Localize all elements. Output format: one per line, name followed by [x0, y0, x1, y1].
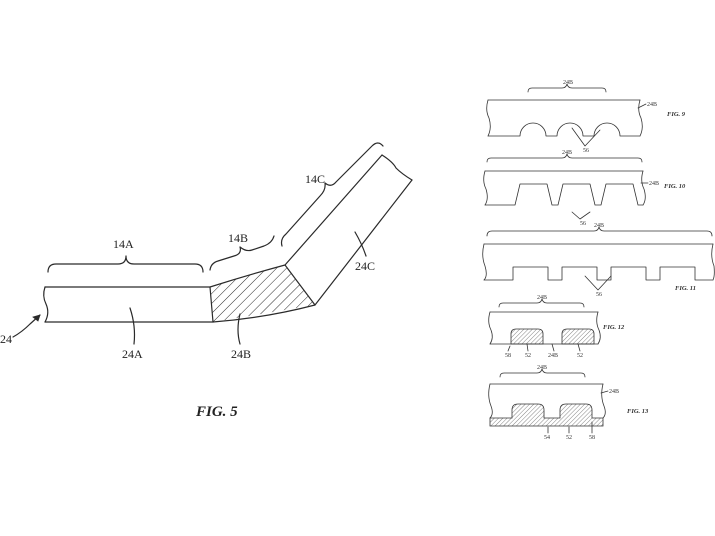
fig5-diagram: 14A 14B 14C 24A 24B 24C 24 FIG. 5 [0, 142, 413, 420]
fig13-label-52: 52 [566, 435, 572, 441]
fig5-caption: FIG. 5 [195, 404, 238, 420]
fig10-bottom-label: 56 [580, 221, 586, 227]
fig12-label-52a: 52 [525, 353, 531, 359]
fig9-right-break [638, 99, 643, 137]
fig9-bottom-label: 56 [583, 148, 589, 154]
fig12-top-label: 24B [537, 295, 547, 301]
fig11-bottom-grooves [483, 266, 714, 281]
layer-top-edge [44, 154, 383, 288]
fig13-brace [499, 368, 586, 378]
fig11-caption: FIG. 11 [675, 285, 696, 292]
fig13-side-leader [600, 390, 609, 394]
fig13-label-58: 58 [589, 435, 595, 441]
fig12-diagram: 24B 58 52 24B 52 FIG. 12 [488, 295, 625, 359]
fig11-left-break [482, 243, 487, 281]
brace-14b [209, 235, 275, 271]
fig13-left-break [488, 383, 493, 419]
fig11-top-label: 24B [594, 223, 604, 229]
fig9-side-leader [637, 103, 647, 109]
label-24: 24 [0, 332, 12, 346]
fig12-leader-52a [526, 343, 529, 352]
fig12-left-break [488, 311, 493, 345]
label-14a: 14A [113, 237, 134, 251]
fig10-side-label: 24B [649, 181, 659, 187]
fig9-side-label: 24B [647, 102, 657, 108]
fig13-side-label: 24B [609, 389, 619, 395]
leader-24c [354, 231, 367, 257]
fig13-bottom-layer [489, 403, 604, 427]
fig10-caption: FIG. 10 [664, 183, 686, 190]
fig9-caption: FIG. 9 [667, 111, 686, 118]
fig10-bottom-grooves [484, 183, 644, 206]
right-break-line [381, 154, 413, 181]
divider-24b-24c [284, 264, 316, 306]
leader-24 [12, 314, 41, 338]
arrowhead-24 [32, 314, 41, 322]
left-break-line [43, 286, 49, 323]
fig9-bottom-grooves [487, 122, 641, 137]
fig11-right-break [711, 243, 715, 281]
fig12-filled-groove-2 [561, 328, 595, 345]
fig12-caption: FIG. 12 [603, 324, 625, 331]
leader-24b [237, 313, 241, 345]
fig10-right-break [641, 170, 646, 206]
layer-bottom-edge [44, 179, 413, 323]
fig12-leader-52b [577, 343, 581, 352]
fig13-diagram: 24B 54 52 58 24B FIG. 13 [488, 365, 649, 441]
brace-14c [280, 142, 384, 247]
fig10-brace [486, 153, 643, 163]
fig13-top-label: 24B [537, 365, 547, 371]
fig12-label-58: 58 [505, 353, 511, 359]
fig12-filled-groove-1 [510, 328, 544, 345]
fig9-brace [527, 83, 607, 93]
fig10-left-break [483, 170, 488, 206]
fig11-leader-56 [584, 275, 612, 291]
label-24b: 24B [231, 347, 251, 361]
fig12-label-52b: 52 [577, 353, 583, 359]
fig12-brace [498, 298, 585, 308]
fig11-diagram: 24B 56 FIG. 11 [482, 223, 715, 298]
label-14b: 14B [228, 231, 248, 245]
fig10-leader-56 [571, 211, 591, 220]
fig9-diagram: 24B 56 24B FIG. 9 [486, 80, 686, 154]
label-14c: 14C [305, 172, 325, 186]
fig9-left-break [486, 99, 491, 137]
fig13-right-break [601, 383, 606, 419]
label-24a: 24A [122, 347, 143, 361]
fig13-label-54: 54 [544, 435, 550, 441]
leader-24a [129, 307, 136, 345]
fig9-top-label: 24B [563, 80, 573, 86]
fig9-leader-56 [571, 127, 601, 147]
fig12-label-24b: 24B [548, 353, 558, 359]
fig10-top-label: 24B [562, 150, 572, 156]
brace-14a [47, 255, 204, 273]
bend-region-24b-hatch [210, 265, 315, 322]
fig13-caption: FIG. 13 [627, 408, 649, 415]
fig12-leader-58 [507, 345, 511, 352]
fig12-right-break [596, 311, 601, 345]
label-24c: 24C [355, 259, 375, 273]
fig10-diagram: 24B 56 24B FIG. 10 [483, 150, 686, 227]
fig12-leader-24b [551, 343, 555, 352]
divider-24a-24b [209, 286, 214, 323]
fig11-bottom-label: 56 [596, 292, 602, 298]
fig11-brace [486, 226, 713, 237]
